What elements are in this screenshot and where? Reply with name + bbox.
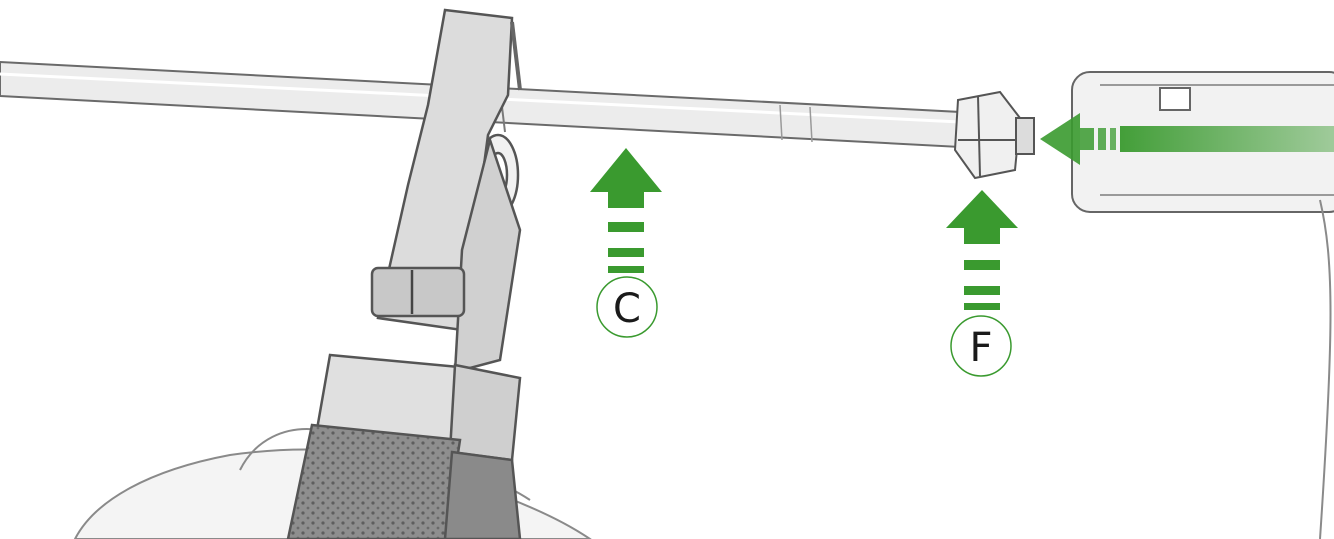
callout-f-label: F: [969, 325, 992, 371]
hex-nut-icon: [955, 92, 1034, 178]
callout-f: F: [951, 316, 1011, 376]
arrow-f: [946, 190, 1018, 310]
callout-c: C: [597, 277, 657, 337]
arrow-c: [590, 148, 662, 273]
callout-c-label: C: [613, 286, 641, 332]
